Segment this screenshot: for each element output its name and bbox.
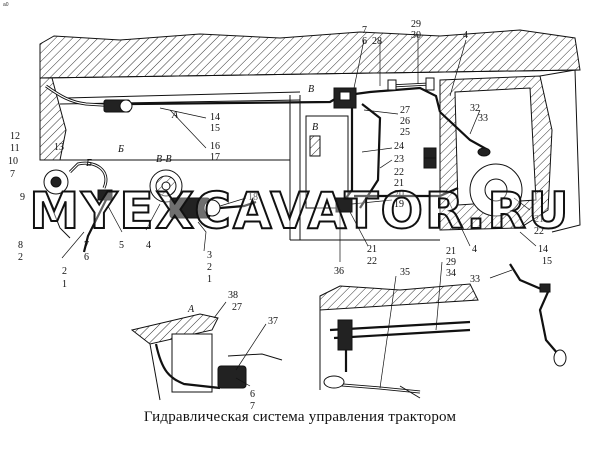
callout-14-a: 14 bbox=[210, 112, 220, 123]
callout-7-c: 7 bbox=[84, 240, 89, 251]
callout-8: 8 bbox=[18, 240, 23, 251]
callout-22-b: 22 bbox=[367, 256, 377, 267]
callout-27-b: 27 bbox=[232, 302, 242, 313]
callout-1-a: 1 bbox=[62, 279, 67, 290]
callout-4: 4 bbox=[463, 30, 468, 41]
callout-17: 17 bbox=[210, 152, 220, 163]
callout-33-b: 33 bbox=[470, 274, 480, 285]
callout-36: 36 bbox=[334, 266, 344, 277]
callout-11: 11 bbox=[10, 143, 20, 154]
callout-12: 12 bbox=[10, 131, 20, 142]
callout-15-b: 15 bbox=[542, 256, 552, 267]
callout-2-a: 2 bbox=[18, 252, 23, 263]
section-v-mid: В bbox=[312, 122, 318, 133]
callout-34: 34 bbox=[446, 268, 456, 279]
callout-24: 24 bbox=[394, 141, 404, 152]
callout-37: 37 bbox=[268, 316, 278, 327]
callout-38: 38 bbox=[228, 290, 238, 301]
callout-4-c: 4 bbox=[472, 244, 477, 255]
callout-29-b: 29 bbox=[446, 257, 456, 268]
detail-vv bbox=[149, 169, 257, 219]
section-a-inset: А bbox=[187, 304, 195, 315]
section-b-left: Б bbox=[85, 158, 92, 169]
callout-27: 27 bbox=[400, 105, 410, 116]
callout-2-b: 2 bbox=[62, 266, 67, 277]
callout-35: 35 bbox=[400, 267, 410, 278]
callout-7: 7 bbox=[362, 25, 367, 36]
callout-13: 13 bbox=[54, 142, 64, 153]
leader-lines bbox=[61, 34, 537, 389]
callout-19: 19 bbox=[394, 199, 404, 210]
corner-mark: а0 bbox=[3, 2, 9, 8]
callout-21-b: 21 bbox=[367, 244, 377, 255]
pipe-33-detail bbox=[509, 263, 567, 367]
section-v-top: В bbox=[308, 84, 314, 95]
callout-numbers: 7 6 28 29 30 4 27 26 25 32 33 24 23 22 2… bbox=[8, 19, 552, 412]
callout-21-c: 21 bbox=[534, 214, 544, 225]
callout-29: 29 bbox=[411, 19, 421, 30]
callout-9: 9 bbox=[20, 192, 25, 203]
callout-6-c: 6 bbox=[250, 389, 255, 400]
callout-32: 32 bbox=[470, 103, 480, 114]
callout-26: 26 bbox=[400, 116, 410, 127]
callout-30: 30 bbox=[411, 30, 421, 41]
section-letters: А В В Б Б В-В А bbox=[85, 84, 318, 315]
callout-22-a: 22 bbox=[394, 167, 404, 178]
callout-15-a: 15 bbox=[210, 123, 220, 134]
callout-14-b: 14 bbox=[538, 244, 548, 255]
callout-5: 5 bbox=[119, 240, 124, 251]
callout-23: 23 bbox=[394, 154, 404, 165]
section-vv: В-В bbox=[156, 154, 172, 165]
callout-7-d: 7 bbox=[250, 401, 255, 412]
inset-section-a bbox=[130, 313, 283, 401]
diagram-caption: Гидравлическая система управления тракто… bbox=[143, 409, 457, 425]
section-a-top: А bbox=[171, 110, 179, 121]
callout-21-d: 21 bbox=[446, 246, 456, 257]
detail-b bbox=[43, 161, 113, 253]
inset-middle bbox=[319, 283, 479, 399]
callout-25: 25 bbox=[400, 127, 410, 138]
callout-6: 6 bbox=[362, 36, 367, 47]
callout-4-b: 4 bbox=[146, 240, 151, 251]
callout-3: 3 bbox=[207, 250, 212, 261]
tractor-frame bbox=[39, 29, 581, 241]
callout-7-b: 7 bbox=[10, 169, 15, 180]
callout-18: 18 bbox=[248, 192, 258, 203]
callout-21-a: 21 bbox=[394, 178, 404, 189]
section-b-arrow: Б bbox=[117, 144, 124, 155]
callout-6-b: 6 bbox=[84, 252, 89, 263]
callout-28: 28 bbox=[372, 36, 382, 47]
callout-20: 20 bbox=[394, 189, 404, 200]
callout-1-b: 1 bbox=[207, 274, 212, 285]
callout-10: 10 bbox=[8, 156, 18, 167]
callout-2-c: 2 bbox=[207, 262, 212, 273]
callout-22-c: 22 bbox=[534, 226, 544, 237]
callout-33: 33 bbox=[478, 113, 488, 124]
callout-16: 16 bbox=[210, 141, 220, 152]
components bbox=[103, 77, 491, 213]
